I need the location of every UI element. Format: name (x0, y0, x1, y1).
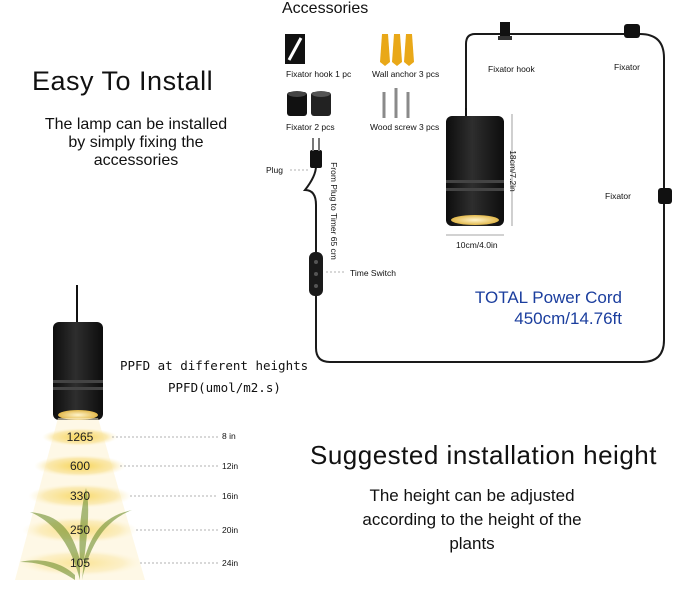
height-label-8in: 8 in (222, 431, 236, 441)
fixator-label: Fixator 2 pcs (286, 122, 335, 132)
height-label-20in: 20in (222, 525, 239, 535)
fixator-hook-graphic (498, 22, 512, 40)
install-body-line-3: accessories (93, 152, 179, 169)
height-label-24in: 24in (222, 558, 239, 568)
ppfd-value-24in: 105 (69, 556, 91, 570)
wall-anchor-label: Wall anchor 3 pcs (372, 69, 440, 79)
pendant-lamp-right (446, 108, 513, 236)
total-power-cord-length: 450cm/14.76ft (514, 309, 622, 328)
wood-screw-icon (382, 88, 410, 118)
height-label-16in: 16in (222, 491, 239, 501)
fixator-side-graphic (658, 188, 672, 204)
ppfd-unit: PPFD(umol/m2.s) (168, 380, 281, 395)
timer-switch-graphic (309, 252, 346, 296)
time-switch-callout: Time Switch (350, 268, 396, 278)
ppfd-value-16in: 330 (69, 489, 91, 503)
wall-anchor-icon (380, 34, 414, 66)
install-title: Easy To Install (32, 66, 214, 96)
accessories-heading: Accessories (282, 0, 369, 17)
install-body: The lamp can be installed by simply fixi… (10, 116, 262, 170)
suggested-body: The height can be adjusted according to … (318, 484, 626, 556)
suggested-body-line-1: The height can be adjusted (369, 486, 575, 505)
ppfd-value-8in: 1265 (66, 430, 94, 444)
total-power-cord: TOTAL Power Cord 450cm/14.76ft (430, 287, 622, 329)
fixator-hook-label: Fixator hook 1 pc (286, 69, 352, 79)
wood-screw-label: Wood screw 3 pcs (370, 122, 440, 132)
fixator-top-callout: Fixator (614, 62, 640, 72)
fixator-hook-icon (285, 34, 305, 64)
plug-to-timer-callout: From Plug to Timer 65 cm (328, 162, 339, 260)
fixator-hook-callout: Fixator hook (488, 64, 535, 74)
plug-graphic (290, 138, 322, 171)
lamp-height-dimension: 18cm/7.2in (507, 150, 518, 192)
plug-callout: Plug (266, 165, 284, 175)
height-label-12in: 12in (222, 461, 239, 471)
fixator-top-graphic (624, 24, 640, 38)
ppfd-title: PPFD at different heights (120, 358, 309, 373)
ppfd-value-12in: 600 (69, 459, 91, 473)
fixator-icon (287, 91, 331, 116)
height-guides (112, 436, 218, 564)
install-body-line-2: by simply fixing the (68, 134, 204, 151)
suggested-body-line-3: plants (449, 534, 495, 553)
ppfd-value-20in: 250 (69, 523, 91, 537)
suggested-title: Suggested installation height (310, 440, 657, 470)
lamp-width-dimension: 10cm/4.0in (456, 240, 498, 250)
plant-graphic (20, 488, 132, 580)
total-power-cord-label: TOTAL Power Cord (474, 288, 622, 307)
pendant-lamp-left (15, 285, 145, 580)
suggested-body-line-2: according to the height of the (362, 510, 582, 529)
install-body-line-1: The lamp can be installed (44, 116, 228, 133)
fixator-side-callout: Fixator (605, 191, 631, 201)
